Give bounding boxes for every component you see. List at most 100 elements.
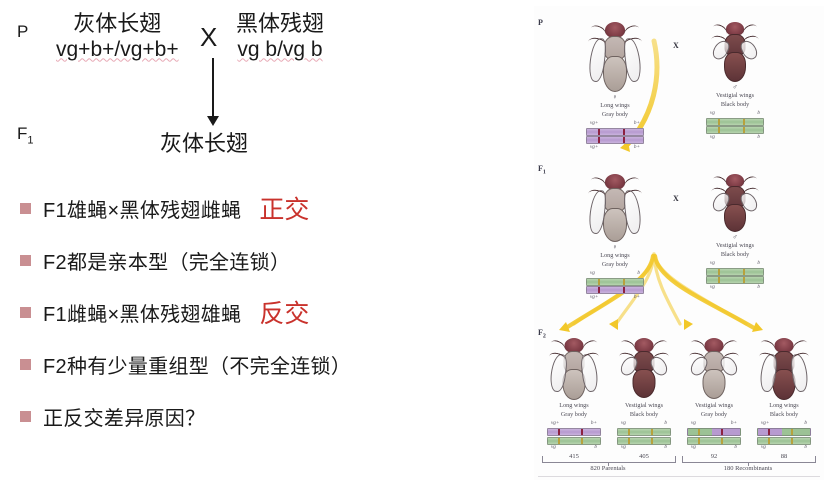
p-male-wings: Vestigial wings [716, 91, 754, 99]
chromosome-bar [586, 136, 644, 145]
f1-phenotype: 灰体长翅 [160, 131, 249, 156]
allele-label: vg [691, 420, 696, 427]
bracket-parentals-label: 820 Parentals [590, 465, 626, 472]
parent-male-phenotype: 黑体残翅 [236, 11, 325, 36]
allele-label: b [757, 133, 760, 140]
male-symbol-icon: ♂ [732, 83, 738, 91]
chromosome-bar [547, 436, 601, 445]
allele-label: b [594, 444, 597, 451]
bracket-tick-icon [608, 462, 609, 466]
p-female-caption: ♀ Long wings Gray body [572, 93, 658, 120]
female-symbol-icon: ♀ [612, 243, 618, 251]
allele-label: vg [691, 444, 696, 451]
allele-label: b+ [730, 420, 737, 427]
figure-bottom-rule [538, 476, 820, 477]
fly-black-long-wings-icon [758, 336, 810, 400]
generation-label-f1: F1 [17, 124, 34, 147]
p-female-wings: Long wings [600, 101, 630, 109]
allele-label: b+ [590, 420, 597, 427]
list-item: F1雄蝇×黑体残翅雌蝇 正交 [0, 182, 530, 234]
f2-offspring-block: Vestigial wings Gray body vg b+ vg b 92 [680, 336, 748, 460]
allele-label: b [637, 270, 640, 277]
drosophila-linkage-figure: P X ♀ Long wings Gray body vg+ b+ [534, 6, 824, 480]
chromosome-bar [617, 427, 671, 436]
bracket-parentals-icon [542, 456, 676, 463]
list-item-label: F1雌蝇×黑体残翅雄蝇 [43, 303, 242, 326]
fly-gray-long-wings-icon [587, 172, 643, 242]
allele-label: b [734, 444, 737, 451]
f1-male-wings: Vestigial wings [716, 241, 754, 249]
fly-gray-long-wings-icon [548, 336, 600, 400]
allele-label: vg [710, 110, 715, 117]
allele-label: vg [621, 420, 626, 427]
generation-label-p: P [17, 22, 29, 41]
chromosome-bar [706, 276, 764, 285]
allele-label: b+ [633, 120, 640, 127]
list-item: F2都是亲本型（完全连锁） [0, 234, 530, 286]
left-content-panel: P 灰体长翅 vg+b+/vg+b+ X 黑体残翅 vg b/vg b F1 灰… [0, 0, 530, 430]
down-arrow-head-icon [207, 116, 219, 126]
fly-gray-long-wings-icon [587, 20, 643, 92]
fly-black-vestigial-wings-icon [709, 20, 761, 82]
chromosome-bar [687, 436, 741, 445]
figure-generation-label-p: P [538, 18, 543, 27]
chromosome-bar [706, 267, 764, 276]
f2-body: Black body [769, 410, 799, 418]
allele-label: b+ [633, 143, 640, 150]
f2-body: Gray body [560, 410, 588, 418]
figure-generation-label-f2: F2 [538, 328, 546, 340]
f1-male-caption: ♂ Vestigial wings Black body [692, 233, 778, 260]
male-symbol-icon: ♂ [732, 233, 738, 241]
figure-cross-symbol-p: X [673, 41, 679, 50]
allele-label: vg [761, 444, 766, 451]
chromosome-bar [617, 436, 671, 445]
list-item-label: 正反交差异原因？ [43, 407, 206, 430]
f2-body: Gray body [700, 410, 728, 418]
allele-label: vg [590, 270, 595, 277]
f2-chromosomes: vg b+ vg b [687, 421, 741, 451]
parental-cross-block: P 灰体长翅 vg+b+/vg+b+ X 黑体残翅 vg b/vg b F1 灰… [0, 0, 530, 170]
allele-label: b [757, 260, 760, 267]
parent-male-genotype: vg b/vg b [237, 37, 323, 61]
female-symbol-icon: ♀ [612, 93, 618, 101]
f2-count: 88 [780, 453, 788, 461]
fly-black-vestigial-wings-icon [618, 336, 670, 400]
list-item: F2种有少量重组型（不完全连锁） [0, 338, 530, 390]
allele-label: vg+ [551, 420, 560, 427]
allele-label: vg [710, 283, 715, 290]
f2-offspring-caption: Vestigial wings Gray body [680, 402, 748, 420]
p-male-caption: ♂ Vestigial wings Black body [692, 83, 778, 110]
parent-female-genotype: vg+b+/vg+b+ [56, 37, 179, 61]
f2-offspring-caption: Long wings Gray body [540, 402, 608, 420]
list-item-label: F2都是亲本型（完全连锁） [43, 251, 291, 274]
f2-chromosomes: vg+ b vg b [757, 421, 811, 451]
chromosome-bar [586, 286, 644, 295]
f1-female-wings: Long wings [600, 251, 630, 259]
f1-female-body: Gray body [601, 260, 629, 268]
f2-count: 92 [710, 453, 718, 461]
f1-male-body: Black body [720, 250, 750, 258]
bracket-recombinants-label: 180 Recombinants [723, 465, 773, 472]
f2-wings: Long wings [559, 402, 589, 409]
allele-label: vg+ [761, 420, 770, 427]
cross-symbol-icon: X [200, 22, 218, 52]
chromosome-bar [586, 277, 644, 286]
parent-female-phenotype: 灰体长翅 [73, 11, 162, 36]
figure-cross-symbol-f1: X [673, 194, 679, 203]
chromosome-bar [757, 436, 811, 445]
allele-label: vg [710, 260, 715, 267]
f2-count: 405 [639, 453, 649, 461]
allele-label: vg [621, 444, 626, 451]
bullet-square-icon [20, 410, 31, 422]
allele-label: b [804, 444, 807, 451]
allele-label: b [804, 420, 807, 427]
fly-gray-vestigial-wings-icon [688, 336, 740, 400]
allele-label: b [664, 420, 667, 427]
parent-female-block: 灰体长翅 vg+b+/vg+b+ [56, 11, 179, 61]
